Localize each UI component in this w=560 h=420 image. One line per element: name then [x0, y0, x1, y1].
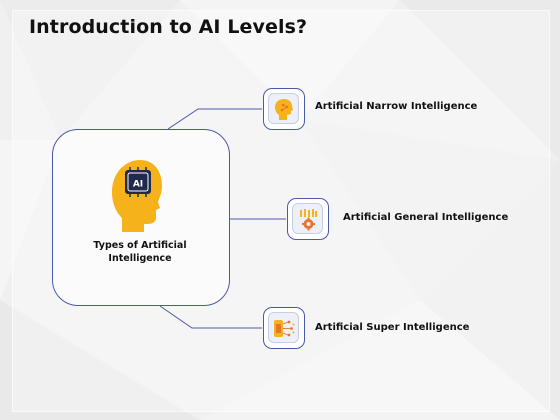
ai-head-circuit-icon — [275, 99, 293, 120]
ai-chip: AI — [125, 167, 151, 197]
brain-gear-icon — [300, 209, 317, 231]
connector-super — [159, 305, 262, 329]
connector-narrow — [167, 108, 262, 130]
ai-badge-text: AI — [133, 180, 143, 190]
page-title: Introduction to AI Levels? — [29, 16, 308, 38]
level-node-narrow — [263, 88, 305, 130]
ai-head-icon: AI — [112, 160, 162, 232]
center-label: Types of Artificial Intelligence — [93, 240, 187, 264]
level-node-super — [263, 307, 305, 349]
chip-network-icon — [274, 320, 295, 337]
level-node-general — [287, 198, 329, 240]
level-label-super: Artificial Super Intelligence — [315, 322, 470, 333]
level-label-general: Artificial General Intelligence — [343, 212, 509, 223]
level-label-narrow: Artificial Narrow Intelligence — [315, 101, 478, 112]
